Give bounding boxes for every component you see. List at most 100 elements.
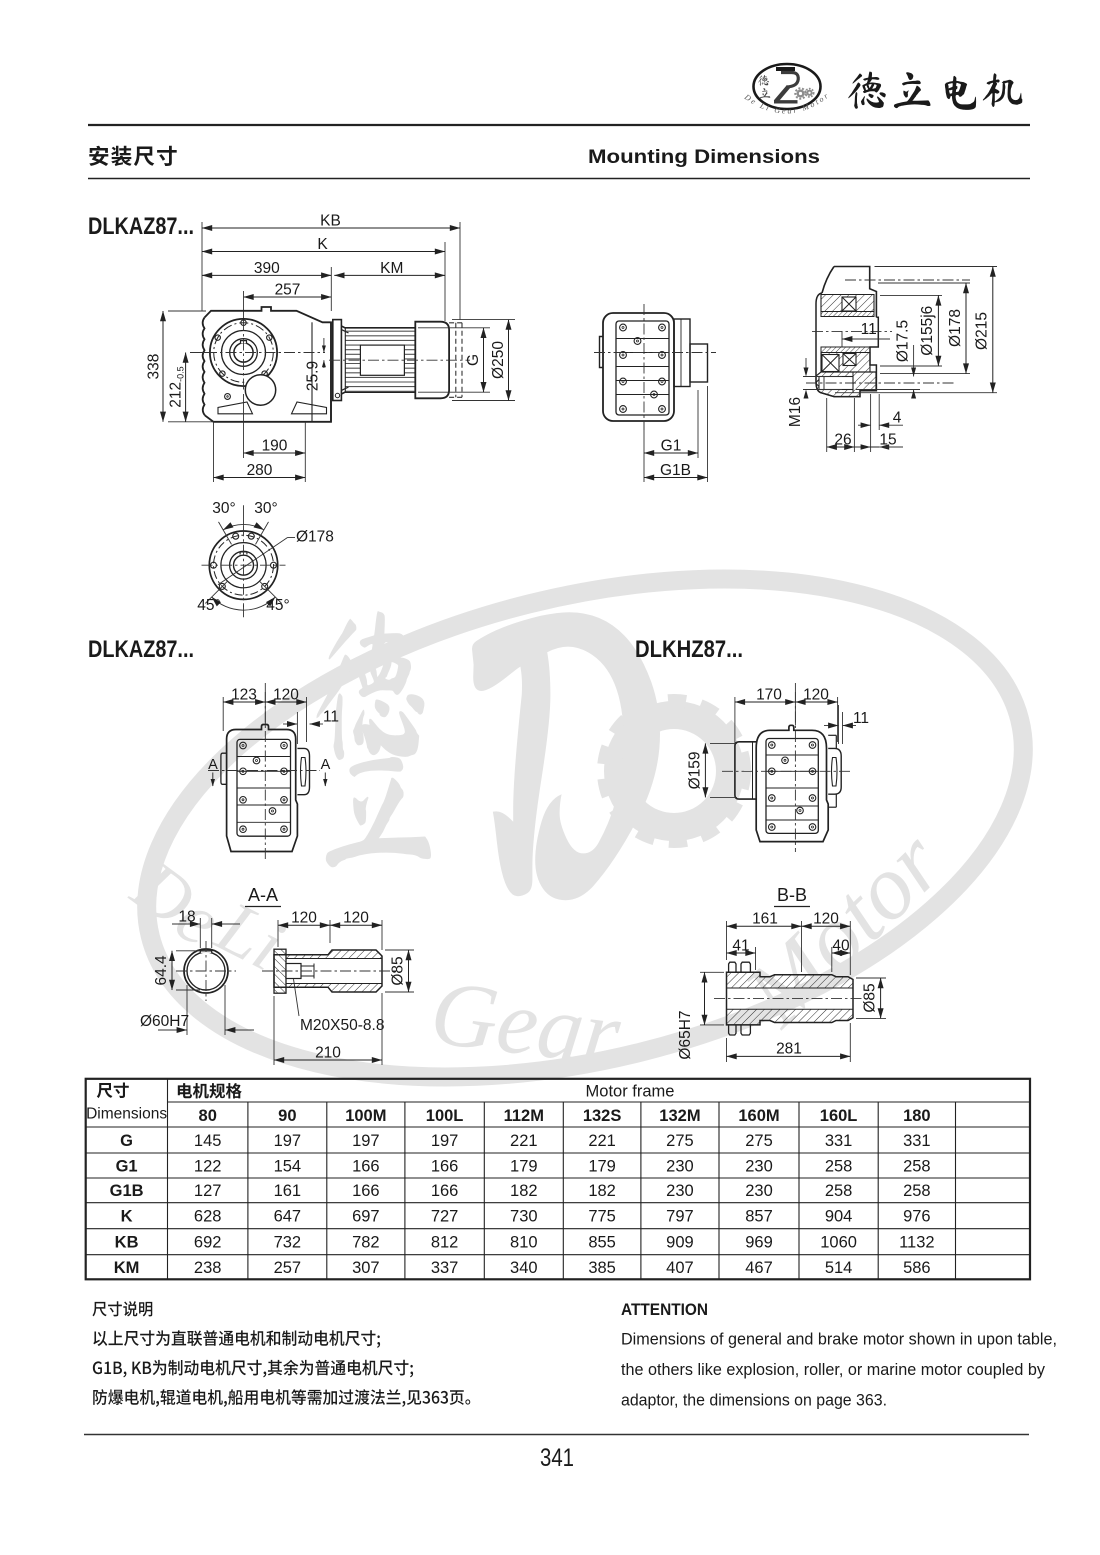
svg-text:467: 467 — [745, 1259, 773, 1277]
svg-text:M20X50-8.8: M20X50-8.8 — [300, 1017, 384, 1034]
svg-text:230: 230 — [745, 1182, 773, 1200]
svg-text:166: 166 — [352, 1157, 380, 1175]
svg-text:11: 11 — [323, 709, 339, 726]
svg-text:Ø85: Ø85 — [862, 983, 879, 1012]
svg-text:210: 210 — [315, 1044, 341, 1061]
svg-text:697: 697 — [352, 1208, 380, 1226]
svg-text:Dimensions of general and brak: Dimensions of general and brake motor sh… — [621, 1331, 1057, 1349]
svg-text:280: 280 — [247, 462, 273, 479]
svg-text:586: 586 — [903, 1259, 931, 1277]
svg-text:132S: 132S — [583, 1107, 622, 1125]
svg-text:25.9: 25.9 — [305, 361, 322, 391]
svg-text:166: 166 — [352, 1182, 380, 1200]
svg-text:G: G — [120, 1132, 133, 1150]
svg-text:179: 179 — [588, 1157, 616, 1175]
svg-text:Ø60H7: Ø60H7 — [140, 1013, 189, 1030]
svg-text:337: 337 — [431, 1259, 459, 1277]
svg-text:18: 18 — [178, 908, 195, 925]
svg-text:120: 120 — [803, 686, 829, 703]
svg-text:341: 341 — [540, 1444, 574, 1472]
svg-text:127: 127 — [194, 1182, 222, 1200]
svg-text:45°: 45° — [197, 597, 220, 614]
svg-text:170: 170 — [756, 686, 782, 703]
svg-text:797: 797 — [666, 1208, 694, 1226]
svg-text:307: 307 — [352, 1259, 380, 1277]
svg-text:120: 120 — [291, 910, 317, 927]
svg-text:692: 692 — [194, 1234, 222, 1252]
svg-text:DLKAZ87...: DLKAZ87... — [88, 213, 194, 240]
svg-text:B-B: B-B — [777, 885, 807, 905]
svg-text:30°: 30° — [254, 500, 277, 517]
svg-text:K: K — [317, 236, 328, 253]
svg-text:Dimensions: Dimensions — [86, 1106, 167, 1123]
svg-text:A-A: A-A — [248, 885, 278, 905]
svg-text:DLKAZ87...: DLKAZ87... — [88, 636, 194, 663]
svg-text:775: 775 — [588, 1208, 616, 1226]
svg-text:514: 514 — [825, 1259, 853, 1277]
svg-text:179: 179 — [510, 1157, 538, 1175]
svg-text:407: 407 — [666, 1259, 694, 1277]
svg-text:161: 161 — [274, 1182, 302, 1200]
svg-text:1060: 1060 — [820, 1234, 857, 1252]
svg-text:197: 197 — [352, 1132, 380, 1150]
svg-text:1132: 1132 — [899, 1234, 934, 1252]
svg-text:45°: 45° — [266, 597, 289, 614]
svg-text:160L: 160L — [820, 1107, 858, 1125]
svg-text:238: 238 — [194, 1259, 222, 1277]
svg-text:331: 331 — [903, 1132, 931, 1150]
svg-text:80: 80 — [199, 1107, 217, 1125]
svg-text:100M: 100M — [345, 1107, 386, 1125]
svg-text:G1B: G1B — [110, 1182, 144, 1200]
svg-text:132M: 132M — [659, 1107, 700, 1125]
svg-text:123: 123 — [231, 686, 257, 703]
svg-text:727: 727 — [431, 1208, 459, 1226]
svg-text:120: 120 — [273, 686, 299, 703]
svg-text:120: 120 — [343, 910, 369, 927]
svg-text:Ø85: Ø85 — [390, 956, 407, 985]
svg-text:258: 258 — [825, 1157, 853, 1175]
svg-text:230: 230 — [666, 1157, 694, 1175]
svg-text:Ø17.5: Ø17.5 — [895, 320, 912, 362]
svg-text:855: 855 — [588, 1234, 616, 1252]
svg-text:390: 390 — [254, 260, 280, 277]
svg-text:G1B: G1B — [660, 462, 691, 479]
svg-text:166: 166 — [431, 1157, 459, 1175]
svg-text:154: 154 — [274, 1157, 302, 1175]
svg-text:11: 11 — [853, 710, 869, 727]
svg-text:230: 230 — [666, 1182, 694, 1200]
svg-text:the others like explosion, rol: the others like explosion, roller, or ma… — [621, 1361, 1046, 1379]
svg-text:197: 197 — [431, 1132, 459, 1150]
svg-text:257: 257 — [274, 1259, 302, 1277]
svg-text:812: 812 — [431, 1234, 459, 1252]
svg-text:628: 628 — [194, 1208, 222, 1226]
svg-text:26: 26 — [834, 432, 851, 449]
svg-text:161: 161 — [752, 911, 778, 928]
svg-text:11: 11 — [861, 321, 877, 338]
svg-text:909: 909 — [666, 1234, 694, 1252]
svg-text:338: 338 — [146, 354, 163, 380]
svg-text:ATTENTION: ATTENTION — [621, 1301, 708, 1319]
svg-text:Ø250: Ø250 — [490, 341, 507, 379]
svg-text:K: K — [121, 1208, 133, 1226]
svg-text:647: 647 — [274, 1208, 302, 1226]
svg-text:G1: G1 — [116, 1157, 138, 1175]
svg-text:30°: 30° — [212, 500, 235, 517]
svg-text:A: A — [208, 757, 218, 773]
svg-text:275: 275 — [745, 1132, 773, 1150]
svg-text:122: 122 — [194, 1157, 222, 1175]
svg-text:Gear: Gear — [426, 961, 627, 1085]
svg-text:KB: KB — [115, 1234, 139, 1252]
svg-text:Ø178: Ø178 — [296, 529, 334, 546]
svg-text:145: 145 — [194, 1132, 222, 1150]
svg-text:976: 976 — [903, 1208, 931, 1226]
svg-text:90: 90 — [278, 1107, 296, 1125]
svg-text:732: 732 — [274, 1234, 302, 1252]
svg-text:41: 41 — [732, 937, 749, 954]
svg-text:DLKHZ87...: DLKHZ87... — [635, 636, 743, 663]
svg-text:190: 190 — [262, 438, 288, 455]
svg-text:4: 4 — [893, 410, 902, 427]
svg-text:G: G — [465, 354, 482, 366]
svg-text:904: 904 — [825, 1208, 853, 1226]
svg-text:182: 182 — [588, 1182, 616, 1200]
svg-text:64.4: 64.4 — [153, 955, 170, 986]
